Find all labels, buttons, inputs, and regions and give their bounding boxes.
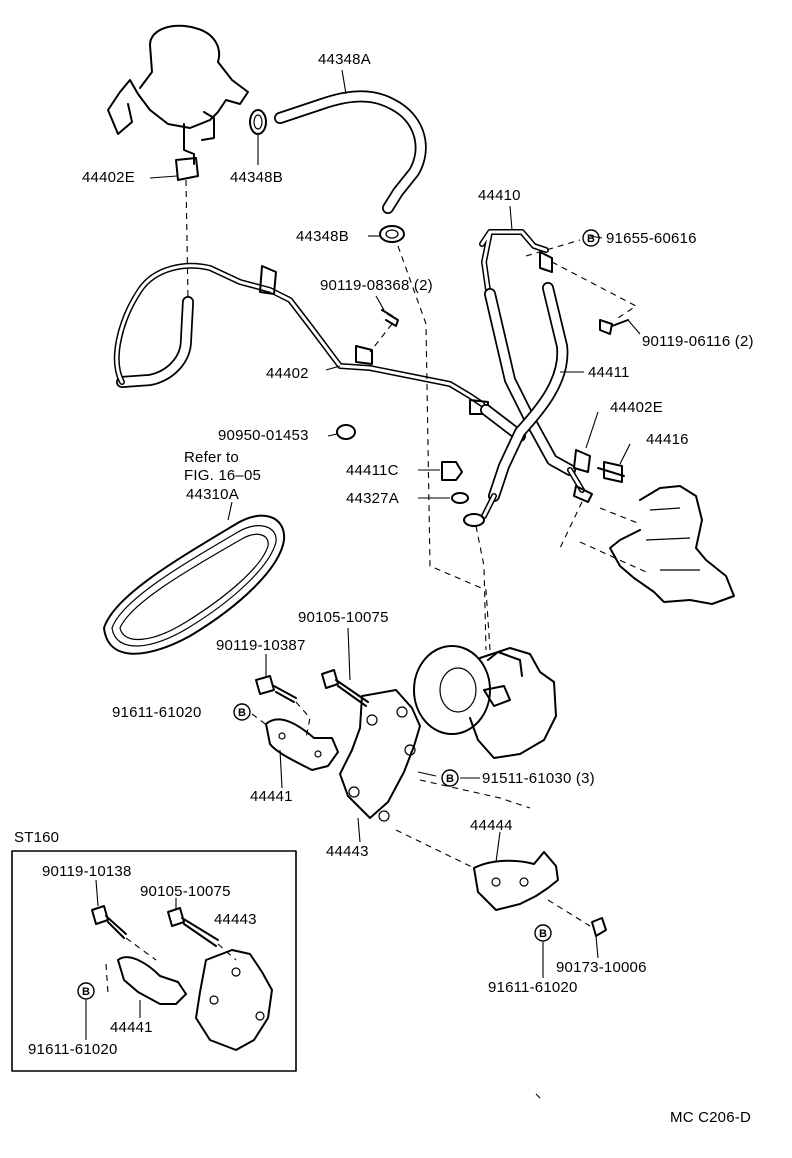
label-44416: 44416 (646, 431, 689, 448)
inset-label-91611-61020: 91611-61020 (28, 1041, 118, 1058)
inset-title-st160: ST160 (14, 829, 60, 846)
label-fig-16-05: FIG. 16–05 (184, 467, 262, 484)
nut-90173-10006 (591, 917, 607, 959)
label-90950-01453: 90950-01453 (218, 427, 309, 444)
hose-44348a (274, 69, 427, 214)
inset-label-44441: 44441 (110, 1019, 153, 1036)
inset-label-44443: 44443 (214, 911, 257, 928)
bolt-90119-06116 (525, 239, 641, 335)
label-44411c: 44411C (346, 462, 399, 479)
label-91655-60616: 91655-60616 (606, 230, 697, 247)
cap-90950-01453 (327, 424, 356, 440)
label-44402e-right: 44402E (610, 399, 663, 416)
gasket-44327a (418, 492, 469, 504)
union-bolt-44411c (418, 461, 463, 481)
label-44327a: 44327A (346, 490, 399, 507)
b-mark-91611-inset: B (77, 982, 95, 1000)
b-mark-91611-left: B (233, 703, 251, 721)
b-mark-91511: B (441, 769, 459, 787)
b-mark-text-5: B (82, 986, 90, 998)
st160-inset-box (11, 850, 297, 1072)
bracket-44441 (265, 718, 339, 789)
bolt-90119-08368 (369, 295, 399, 353)
return-pipe-44402 (113, 262, 526, 442)
bracket-44444 (395, 829, 591, 927)
b-mark-text-1: B (587, 233, 595, 245)
label-44441: 44441 (250, 788, 293, 805)
label-91611-61020-right: 91611-61020 (488, 979, 578, 996)
label-44410: 44410 (478, 187, 521, 204)
label-44310a: 44310A (186, 486, 239, 503)
b-mark-91611-right: B (534, 924, 552, 942)
label-44402: 44402 (266, 365, 309, 382)
label-44348b-mid: 44348B (296, 228, 349, 245)
label-90173-10006: 90173-10006 (556, 959, 647, 976)
clamp-44348b-top (249, 109, 267, 165)
clamp-44348b-mid (368, 225, 405, 243)
pressure-hose-44411 (463, 205, 599, 527)
inset-label-90119-10138: 90119-10138 (42, 863, 132, 880)
bracket-44443 (339, 689, 531, 843)
b-mark-91655: B (582, 229, 600, 247)
footer-diagram-code: MC C206-D (670, 1109, 751, 1126)
label-44444: 44444 (470, 817, 513, 834)
label-44443: 44443 (326, 843, 369, 860)
label-refer-to: Refer to (184, 449, 239, 466)
v-belt-44310a (103, 501, 286, 655)
label-90119-10387: 90119-10387 (216, 637, 306, 654)
b-mark-text-2: B (238, 707, 246, 719)
label-91511-61030: 91511-61030 (3) (482, 770, 595, 787)
label-44402e-top: 44402E (82, 169, 135, 186)
b-mark-text-4: B (539, 928, 547, 940)
bolt-90105-10075 (321, 627, 369, 707)
label-44348b-top: 44348B (230, 169, 283, 186)
steering-gear-housing (579, 485, 735, 605)
bolt-90119-10387 (255, 654, 311, 739)
b-mark-text-3: B (446, 773, 454, 785)
label-44411: 44411 (588, 364, 630, 381)
label-90119-08368: 90119-08368 (2) (320, 277, 433, 294)
power-steering-pump (413, 645, 557, 759)
label-91611-61020-left: 91611-61020 (112, 704, 202, 721)
inset-label-90105-10075: 90105-10075 (140, 883, 231, 900)
label-44348a: 44348A (318, 51, 371, 68)
label-90105-10075: 90105-10075 (298, 609, 389, 626)
reservoir-tank (107, 24, 249, 181)
union-44416 (597, 443, 631, 483)
label-90119-06116: 90119-06116 (2) (642, 333, 754, 350)
